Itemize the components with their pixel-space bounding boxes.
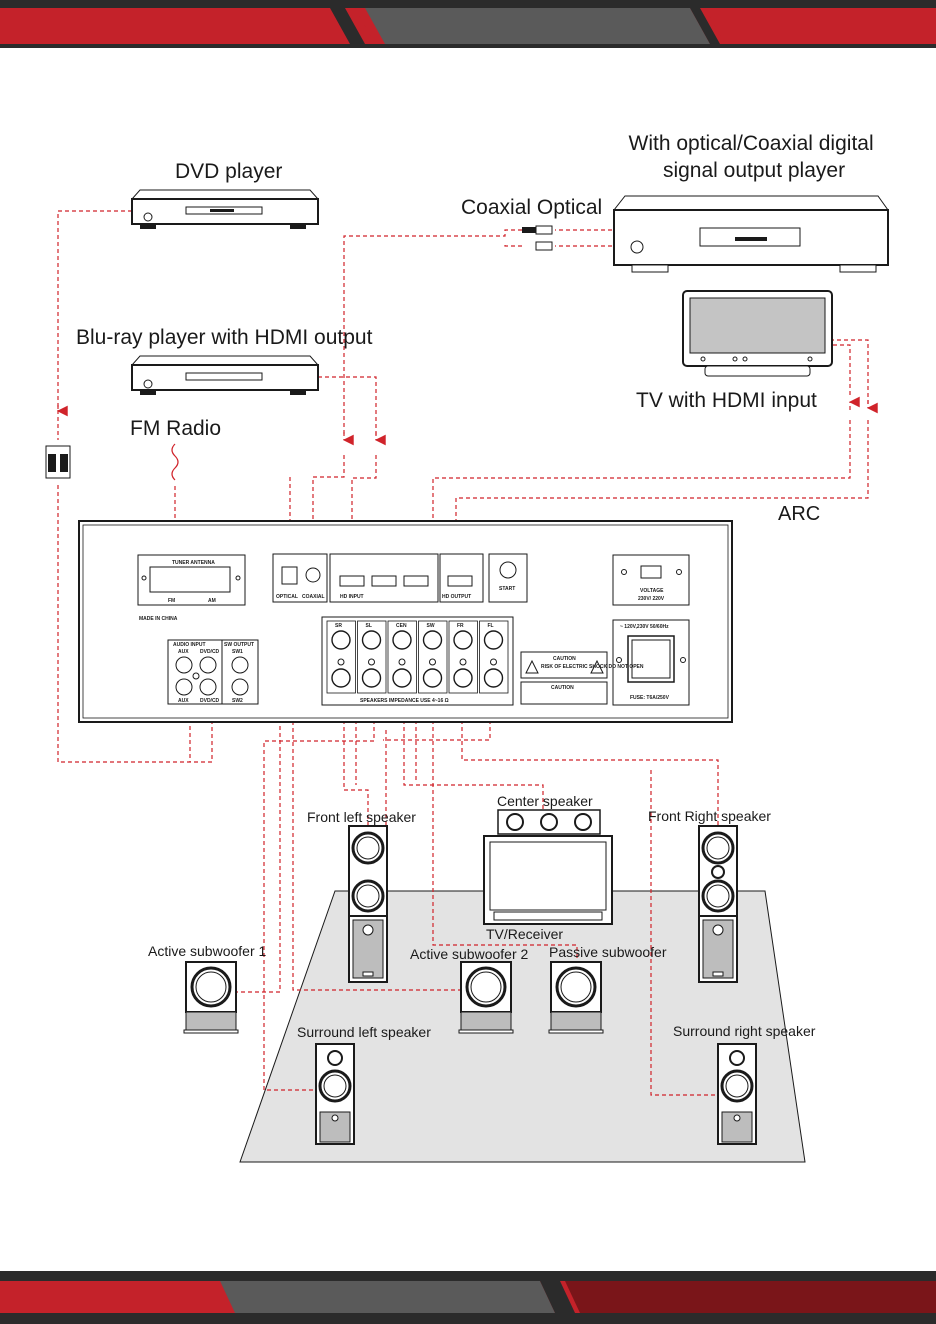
wiring xyxy=(56,210,878,1096)
coax-optical-plug-icon xyxy=(522,225,553,251)
surround-left-speaker xyxy=(315,1043,355,1145)
optical-coaxial-player xyxy=(612,195,889,273)
channel-sl-label: SL xyxy=(366,623,372,629)
speaker-terminals-block: SPEAKERS IMPEDANCE USE 4~16 Ω SR SL CEN SW F… xyxy=(321,616,514,706)
power-rating-text: ~ 120V,230V 50/60Hz xyxy=(620,624,669,630)
subwoofers xyxy=(183,961,604,1034)
arc-label: ARC xyxy=(778,503,820,525)
front-left-label: Front left speaker xyxy=(307,809,416,825)
tv-receiver-label: TV/Receiver xyxy=(486,926,563,942)
made-in-china-text: MADE IN CHINA xyxy=(139,616,178,622)
bottom-banner xyxy=(0,1271,936,1324)
active-sub-2-label: Active subwoofer 2 xyxy=(410,946,528,962)
fm-radio-label: FM Radio xyxy=(130,417,221,440)
sw-output-block: SW OUTPUT SW1 SW2 xyxy=(221,639,259,705)
coaxial-text: COAXIAL xyxy=(302,594,325,600)
hd-output-block: HD OUTPUT xyxy=(439,553,484,603)
tower-speakers xyxy=(315,825,757,1145)
channel-fl-label: FL xyxy=(488,623,494,629)
bluray-player xyxy=(130,355,320,395)
start-text: START xyxy=(499,586,515,592)
hd-input-text: HD INPUT xyxy=(340,594,364,600)
am-text: AM xyxy=(208,598,216,604)
aux-bottom-text: AUX xyxy=(178,698,189,704)
active-sub-1-label: Active subwoofer 1 xyxy=(148,943,266,959)
passive-sub-label: Passive subwoofer xyxy=(549,944,667,960)
top-banner xyxy=(0,0,936,48)
voltage-text: VOLTAGE xyxy=(640,588,664,594)
voltage-value-text: 230V/ 220V xyxy=(638,596,665,602)
dvd-player-label: DVD player xyxy=(175,160,282,183)
hd-output-text: HD OUTPUT xyxy=(442,594,471,600)
rca-plug-icon xyxy=(45,445,71,479)
hd-input-block: HD INPUT xyxy=(329,553,439,603)
sw1-text: SW1 xyxy=(232,649,243,655)
center-speaker-label: Center speaker xyxy=(497,793,593,809)
channel-sr-label: SR xyxy=(335,623,342,629)
speakers-impedance-text: SPEAKERS IMPEDANCE USE 4~16 Ω xyxy=(360,698,449,704)
dvd-player xyxy=(130,189,320,229)
caution-text: CAUTION xyxy=(553,656,576,662)
tv-receiver xyxy=(483,835,613,925)
channel-cen-label: CEN xyxy=(396,623,407,629)
receiver-rear-panel: TUNER ANTENNA FM AM MADE IN CHINA OPTICA… xyxy=(78,520,733,723)
caution2-text: CAUTION xyxy=(551,685,574,691)
surround-right-speaker xyxy=(717,1043,757,1145)
audio-input-block: AUDIO INPUT AUX DVD/CD AUX DVD/CD xyxy=(167,639,223,705)
channel-sw-label: SW xyxy=(427,623,435,629)
power-block: ~ 120V,230V 50/60Hz FUSE: T6A/250V xyxy=(612,619,690,706)
front-right-speaker xyxy=(698,825,738,983)
caution-label-block: CAUTION RISK OF ELECTRIC SHOCK DO NOT OP… xyxy=(520,651,644,705)
aux-text: AUX xyxy=(178,649,189,655)
fuse-text: FUSE: T6A/250V xyxy=(630,695,670,701)
center-speaker xyxy=(497,809,601,835)
fm-text: FM xyxy=(168,598,175,604)
start-block: START xyxy=(488,553,528,603)
dvdcd-text: DVD/CD xyxy=(200,649,220,655)
active-subwoofer-1 xyxy=(183,961,239,1034)
tuner-antenna-text: TUNER ANTENNA xyxy=(172,560,215,566)
surround-right-label: Surround right speaker xyxy=(673,1023,816,1039)
bluray-player-label: Blu-ray player with HDMI output xyxy=(76,326,373,349)
optical-player-label: With optical/Coaxial digital signal outp… xyxy=(629,132,880,182)
optical-text: OPTICAL xyxy=(276,594,298,600)
front-left-speaker xyxy=(348,825,388,983)
channel-fr-label: FR xyxy=(457,623,464,629)
digital-input-block: OPTICAL COAXIAL xyxy=(272,553,328,603)
tv-hdmi xyxy=(682,290,833,377)
caution-desc-text: RISK OF ELECTRIC SHOCK DO NOT OPEN xyxy=(541,664,644,670)
surround-left-label: Surround left speaker xyxy=(297,1024,431,1040)
front-right-label: Front Right speaker xyxy=(648,808,771,824)
audio-input-text: AUDIO INPUT xyxy=(173,642,206,648)
sw-output-text: SW OUTPUT xyxy=(224,642,254,648)
tv-hdmi-label: TV with HDMI input xyxy=(636,389,817,412)
coaxial-optical-label: Coaxial Optical xyxy=(461,196,602,219)
sw2-text: SW2 xyxy=(232,698,243,704)
voltage-block: VOLTAGE 230V/ 220V xyxy=(612,554,690,606)
tuner-antenna-block: TUNER ANTENNA FM AM xyxy=(137,554,246,606)
dvdcd-bottom-text: DVD/CD xyxy=(200,698,220,704)
active-subwoofer-2 xyxy=(458,961,514,1034)
passive-subwoofer xyxy=(548,961,604,1034)
